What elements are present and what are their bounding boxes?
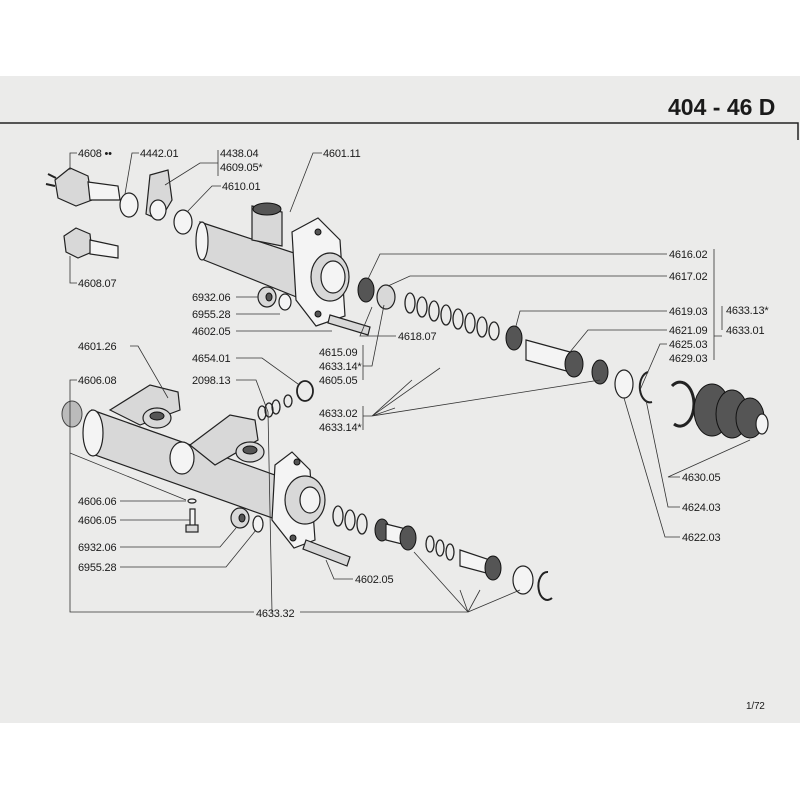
o-ring-4606-06 bbox=[187, 498, 197, 504]
cup-4619-03 bbox=[505, 325, 523, 351]
label-4609-05: 4609.05* bbox=[220, 162, 263, 174]
label-4605-05: 4605.05 bbox=[319, 375, 357, 387]
label-4633-02: 4633.02 bbox=[319, 408, 357, 420]
label-4610-01: 4610.01 bbox=[222, 181, 260, 193]
label-4606-05: 4606.05 bbox=[78, 515, 116, 527]
label-4615-09: 4615.09 bbox=[319, 347, 357, 359]
label-4629-03: 4629.03 bbox=[669, 353, 707, 365]
plug-4606-08 bbox=[61, 400, 83, 428]
label-4633-14-b: 4633.14* bbox=[319, 422, 362, 434]
label-4625-03: 4625.03 bbox=[669, 339, 707, 351]
label-4622-03: 4622.03 bbox=[682, 532, 720, 544]
label-4618-07: 4618.07 bbox=[398, 331, 436, 343]
page-number: 1/72 bbox=[746, 701, 765, 712]
lock-washer-6955-28-lower bbox=[252, 515, 264, 533]
pressure-switch-4608 bbox=[45, 167, 121, 207]
label-4624-03: 4624.03 bbox=[682, 502, 720, 514]
master-cylinder-4601-26 bbox=[82, 384, 326, 549]
label-4633-01: 4633.01 bbox=[726, 325, 764, 337]
label-6955-28-lower: 6955.28 bbox=[78, 562, 116, 574]
stud-4602-05-upper bbox=[327, 314, 371, 336]
label-4606-06: 4606.06 bbox=[78, 496, 116, 508]
label-4619-03: 4619.03 bbox=[669, 306, 707, 318]
label-4442-01: 4442.01 bbox=[140, 148, 178, 160]
piston-4621-09 bbox=[525, 339, 584, 378]
nut-6932-06-upper bbox=[257, 286, 277, 308]
label-2098-13: 2098.13 bbox=[192, 375, 230, 387]
spring-2098-13 bbox=[257, 394, 293, 421]
master-cylinder-4601-11 bbox=[195, 202, 350, 327]
cup-4625-03 bbox=[591, 359, 609, 385]
label-4633-32: 4633.32 bbox=[256, 608, 294, 620]
label-4602-05-upper: 4602.05 bbox=[192, 326, 230, 338]
leader-lines bbox=[69, 150, 751, 613]
seal-ring-4654-01 bbox=[296, 380, 314, 402]
page-title: 404 - 46 D bbox=[668, 94, 775, 120]
label-4602-05-lower: 4602.05 bbox=[355, 574, 393, 586]
dust-boot-4630-05 bbox=[693, 383, 769, 439]
spring-4618-07 bbox=[404, 292, 500, 341]
seal-4616-02 bbox=[357, 277, 375, 303]
label-4616-02: 4616.02 bbox=[669, 249, 707, 261]
header-rule bbox=[0, 122, 799, 140]
washer-4442-01 bbox=[119, 192, 139, 218]
banjo-union-4438-04 bbox=[145, 169, 173, 221]
label-4601-26: 4601.26 bbox=[78, 341, 116, 353]
valve-4617-02 bbox=[376, 284, 396, 310]
label-6932-06-upper: 6932.06 bbox=[192, 292, 230, 304]
label-4630-05: 4630.05 bbox=[682, 472, 720, 484]
label-4633-14-a: 4633.14* bbox=[319, 361, 362, 373]
part-labels: 4608 •• 4442.01 4438.04 4609.05* 4601.11… bbox=[78, 148, 770, 620]
label-4608: 4608 •• bbox=[78, 148, 112, 160]
stud-4602-05-lower bbox=[302, 539, 351, 567]
screw-4606-05 bbox=[185, 508, 199, 533]
label-4617-02: 4617.02 bbox=[669, 271, 707, 283]
washer-4629-03 bbox=[614, 369, 634, 399]
label-4633-13: 4633.13* bbox=[726, 305, 769, 317]
label-4438-04: 4438.04 bbox=[220, 148, 258, 160]
banjo-bolt-4608-07 bbox=[63, 227, 119, 259]
lower-piston-assembly-4633-32 bbox=[332, 505, 553, 601]
label-4621-09: 4621.09 bbox=[669, 325, 707, 337]
label-6955-28-upper: 6955.28 bbox=[192, 309, 230, 321]
label-6932-06-lower: 6932.06 bbox=[78, 542, 116, 554]
label-4606-08: 4606.08 bbox=[78, 375, 116, 387]
nut-6932-06-lower bbox=[230, 507, 250, 529]
lock-washer-6955-28-upper bbox=[278, 293, 292, 311]
label-4654-01: 4654.01 bbox=[192, 353, 230, 365]
label-4608-07: 4608.07 bbox=[78, 278, 116, 290]
washer-4610-01 bbox=[173, 209, 193, 235]
label-4601-11: 4601.11 bbox=[323, 148, 361, 160]
ring-4622-03 bbox=[670, 380, 696, 428]
